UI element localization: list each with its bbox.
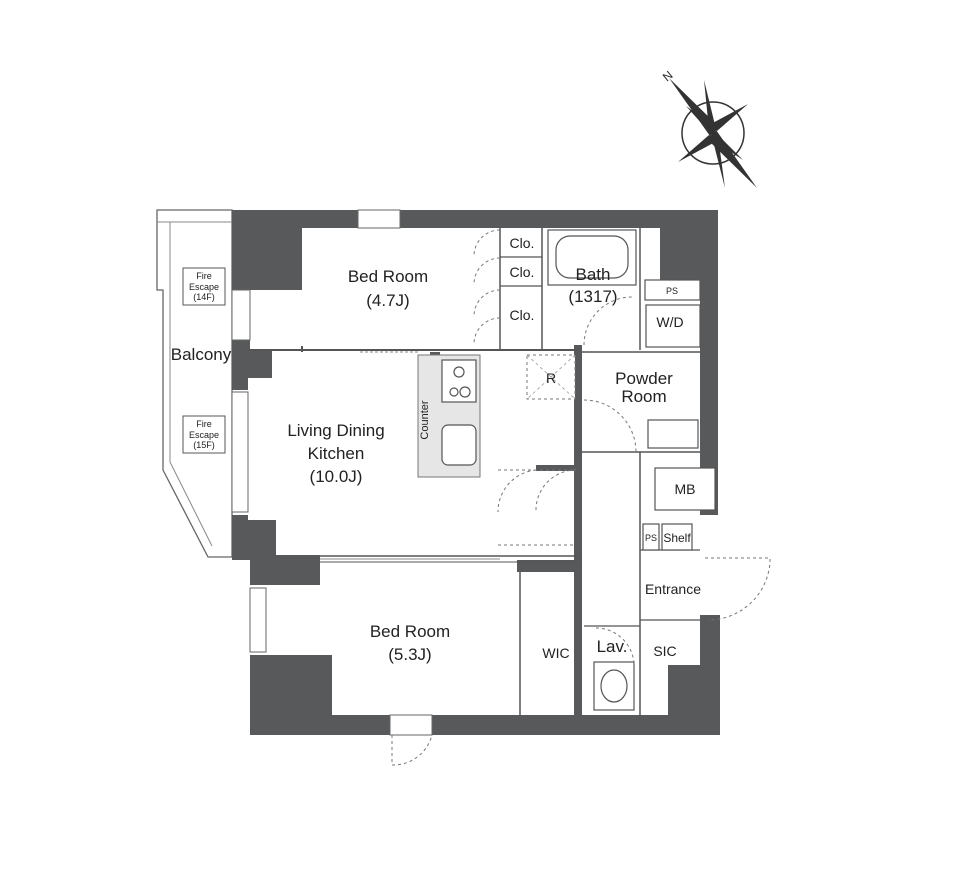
wic-label: WIC — [542, 645, 569, 661]
exterior-walls — [232, 210, 720, 735]
ldk-size: (10.0J) — [310, 467, 363, 486]
balcony-label: Balcony — [171, 345, 232, 364]
shelf-box — [661, 523, 693, 551]
ps-top-label: PS — [666, 286, 678, 296]
washer-dryer — [645, 304, 701, 348]
svg-text:(15F): (15F) — [193, 440, 215, 450]
bathtub-icon — [547, 229, 637, 346]
bath-name: Bath — [576, 265, 611, 284]
ps-mid-label: PS — [645, 533, 657, 543]
balcony — [156, 209, 233, 558]
svg-text:(14F): (14F) — [193, 292, 215, 302]
sic-label: SIC — [653, 643, 676, 659]
closet-label-3: Clo. — [510, 307, 535, 323]
bedroom-1-name: Bed Room — [348, 267, 428, 286]
svg-text:Fire: Fire — [196, 419, 212, 429]
toilet-icon — [593, 627, 635, 711]
ps-mid-box — [642, 523, 660, 551]
washer-dryer-label: W/D — [656, 314, 683, 330]
fire-escape-14f: Fire Escape (14F) — [182, 267, 226, 306]
powder-room-line1: Powder — [615, 369, 673, 388]
mb-label: MB — [675, 481, 696, 497]
fire-escape-15f: Fire Escape (15F) — [182, 415, 226, 454]
powder-room-line2: Room — [621, 387, 666, 406]
refrigerator: R — [526, 354, 576, 400]
counter-label: Counter — [419, 400, 431, 439]
bedroom-2-size: (5.3J) — [388, 645, 431, 664]
lav-label: Lav. — [597, 637, 628, 656]
mb-box — [654, 467, 716, 511]
ldk-line1: Living Dining — [287, 421, 384, 440]
bath-size: (1317) — [568, 287, 617, 306]
windows — [231, 209, 433, 736]
kitchen-counter: Counter — [417, 354, 481, 478]
bedroom-2-name: Bed Room — [370, 622, 450, 641]
svg-text:Escape: Escape — [189, 282, 219, 292]
ps-top-box — [644, 279, 701, 301]
closet-block: Clo. Clo. Clo. — [473, 229, 535, 345]
shelf-label: Shelf — [663, 531, 691, 545]
entrance-label: Entrance — [645, 581, 701, 597]
bedroom-1-size: (4.7J) — [366, 291, 409, 310]
north-label: N — [660, 68, 676, 84]
washbasin-icon — [647, 419, 699, 449]
closet-label-2: Clo. — [510, 264, 535, 280]
ldk-line2: Kitchen — [308, 444, 365, 463]
svg-text:Fire: Fire — [196, 271, 212, 281]
svg-text:Escape: Escape — [189, 430, 219, 440]
svg-text:R: R — [546, 370, 556, 386]
closet-label-1: Clo. — [510, 235, 535, 251]
compass-rose-icon: N — [660, 68, 757, 188]
